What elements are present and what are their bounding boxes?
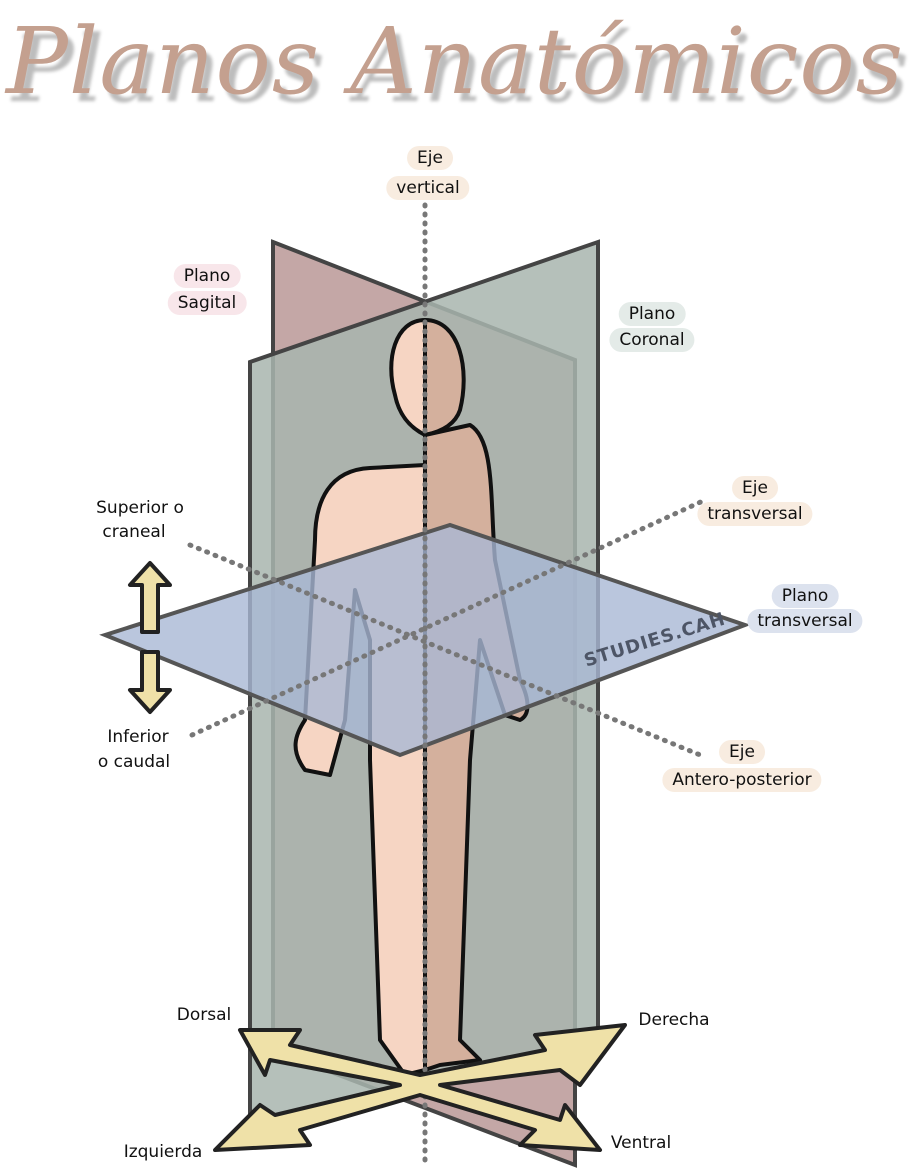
ap-axis-label-2: Antero-posterior <box>662 768 822 792</box>
transverse-plane-label-2: transversal <box>747 609 863 633</box>
ventral-label: Ventral <box>610 1133 672 1153</box>
dorsal-label: Dorsal <box>176 1005 232 1025</box>
transverse-plane-label-1: Plano <box>771 584 839 608</box>
transverse-axis-label-1: Eje <box>732 476 778 500</box>
vertical-axis-label-1: Eje <box>407 146 453 170</box>
izquierda-label: Izquierda <box>123 1142 203 1162</box>
sagittal-plane-label-1: Plano <box>173 264 241 288</box>
derecha-label: Derecha <box>638 1010 710 1030</box>
superior-label-1: Superior o <box>96 498 184 518</box>
sagittal-plane-label-2: Sagital <box>167 291 247 315</box>
title: Planos Anatómicos <box>6 8 904 115</box>
ap-axis-label-1: Eje <box>719 740 765 764</box>
superior-label-2: craneal <box>102 522 166 542</box>
transverse-axis-line <box>189 497 708 738</box>
vertical-axis-label-2: vertical <box>386 176 470 200</box>
transverse-axis-label-2: transversal <box>697 502 813 526</box>
direction-arrows <box>213 1023 627 1152</box>
coronal-plane-label-1: Plano <box>618 302 686 326</box>
axes-dotted-lines <box>187 202 708 1168</box>
antero-posterior-axis-line <box>187 542 708 760</box>
inferior-label-2: o caudal <box>97 752 171 772</box>
coronal-plane-label-2: Coronal <box>609 328 695 352</box>
inferior-label-1: Inferior <box>107 727 169 747</box>
superior-inferior-arrow <box>128 561 172 714</box>
